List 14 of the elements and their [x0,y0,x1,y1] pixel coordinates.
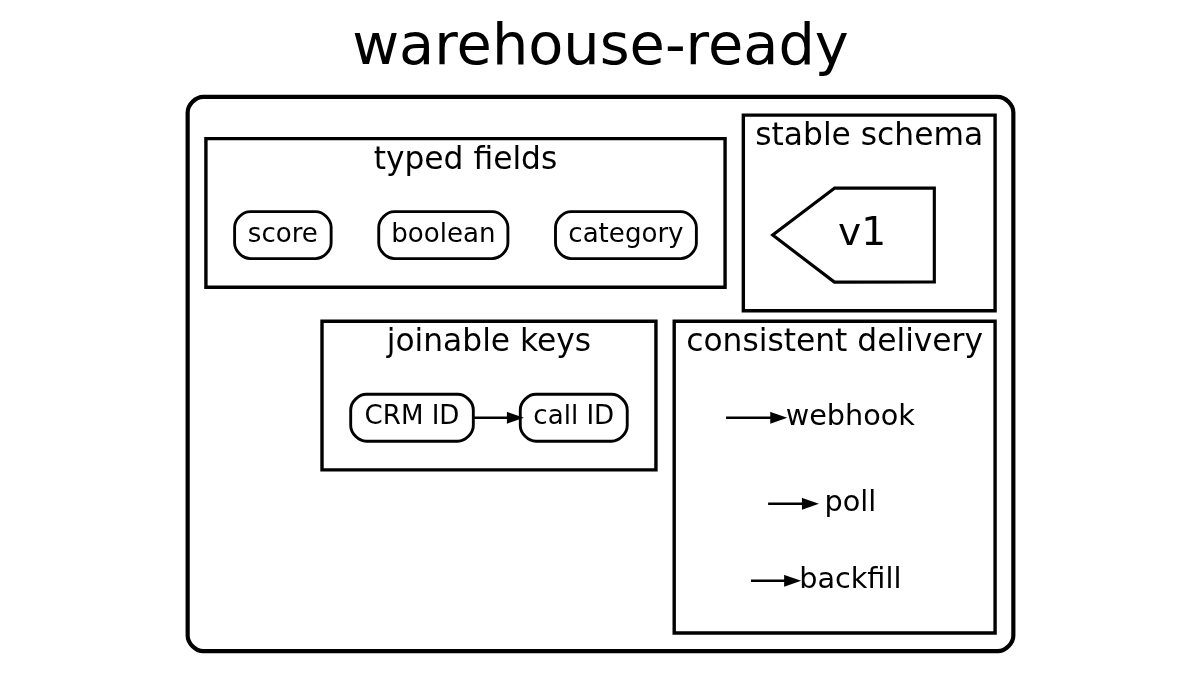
diagram-title: warehouse-ready [351,11,849,79]
arrow [767,497,819,510]
node-text: webhook [785,398,915,433]
cluster [185,94,1015,654]
arrow [750,574,801,587]
arrow [473,411,524,424]
arrow [725,411,787,424]
node-box: call ID [518,392,629,443]
node-text: backfill [798,561,901,596]
node-box: score [232,210,333,260]
node-box: boolean [376,210,509,260]
node-box: category [553,210,698,260]
node-text: poll [823,484,876,519]
node-box: CRM ID [348,392,475,443]
